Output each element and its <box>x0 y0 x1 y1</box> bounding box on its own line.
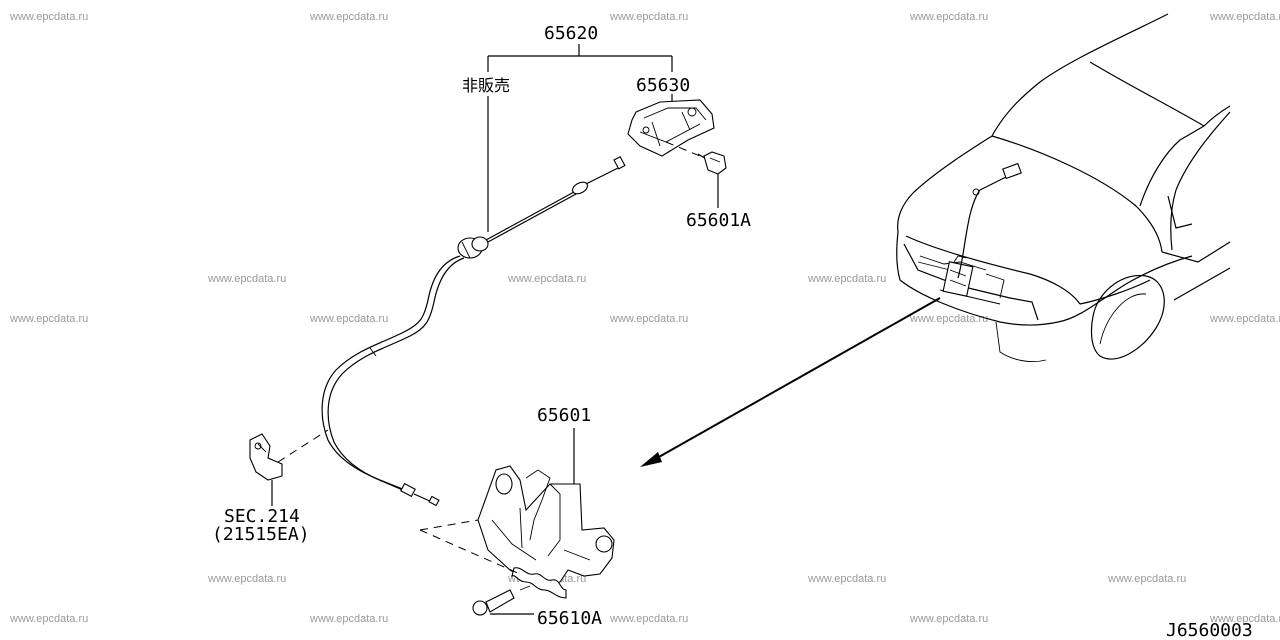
watermark: www.epcdata.ru <box>909 11 988 23</box>
watermark: www.epcdata.ru <box>1209 11 1280 23</box>
watermark: www.epcdata.ru <box>609 313 688 325</box>
cable-clip <box>249 429 329 506</box>
watermark: www.epcdata.ru <box>909 613 988 625</box>
watermark: www.epcdata.ru <box>207 273 286 285</box>
watermark: www.epcdata.ru <box>9 313 88 325</box>
bolt-65610a <box>472 585 534 616</box>
callout-65620: 65620 <box>544 23 598 44</box>
watermark: www.epcdata.ru <box>807 273 886 285</box>
diagram-code: J6560003 <box>1166 620 1253 640</box>
watermark: www.epcdata.ru <box>1107 573 1186 585</box>
release-cable-upper <box>485 155 626 243</box>
release-cable-main <box>321 255 465 507</box>
vehicle-outline <box>896 13 1231 363</box>
watermark: www.epcdata.ru <box>909 313 988 325</box>
watermark: www.epcdata.ru <box>207 573 286 585</box>
watermark: www.epcdata.ru <box>807 573 886 585</box>
callout-21515ea: (21515EA) <box>212 524 310 545</box>
watermark: www.epcdata.ru <box>309 613 388 625</box>
watermark: www.epcdata.ru <box>609 11 688 23</box>
bolt-65601a <box>703 151 727 208</box>
callout-65630: 65630 <box>636 75 690 96</box>
hood-lock-release-handle <box>627 99 715 161</box>
location-arrow <box>640 297 941 467</box>
callout-65601: 65601 <box>537 405 591 426</box>
watermark: www.epcdata.ru <box>309 313 388 325</box>
watermark: www.epcdata.ru <box>609 613 688 625</box>
assembly-bracket <box>487 44 673 232</box>
watermark: www.epcdata.ru <box>309 11 388 23</box>
callout-65610a: 65610A <box>537 608 602 629</box>
watermark: www.epcdata.ru <box>9 613 88 625</box>
watermark: www.epcdata.ru <box>9 11 88 23</box>
watermark-layer: www.epcdata.ru www.epcdata.ru www.epcdat… <box>9 11 1280 625</box>
callout-not-sold: 非販売 <box>462 76 510 95</box>
callout-sec-214: SEC.214 <box>224 506 300 527</box>
hood-lock-assembly <box>419 428 615 599</box>
cable-grommet <box>457 236 489 259</box>
watermark: www.epcdata.ru <box>507 273 586 285</box>
watermark: www.epcdata.ru <box>1209 613 1280 625</box>
watermark: www.epcdata.ru <box>1209 313 1280 325</box>
callout-65601a: 65601A <box>686 210 751 231</box>
